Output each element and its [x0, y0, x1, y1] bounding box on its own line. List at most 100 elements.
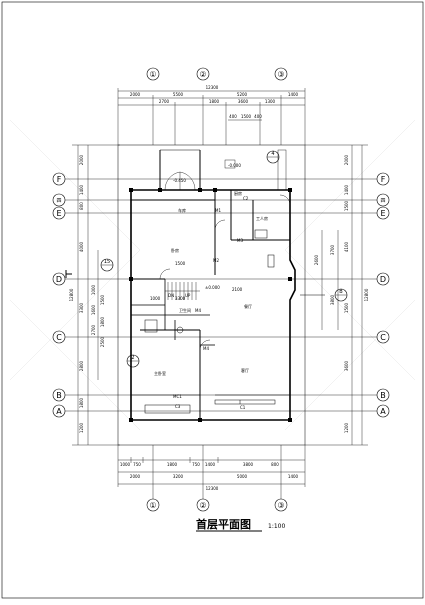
note-up: UP: [185, 293, 191, 298]
note-m2: M2: [213, 258, 219, 263]
top-dim-4: 1400: [288, 92, 299, 97]
right-dim-4: 4100: [344, 241, 349, 252]
top-dim-8: 1300: [265, 99, 276, 104]
top-axis-bubbles: ① ② ③: [146, 67, 288, 81]
top-dim-5: 2700: [159, 99, 170, 104]
top-dimension-lines: [117, 88, 306, 145]
note-level-2: -0.000: [228, 163, 241, 168]
left-dim-3: 800: [79, 202, 84, 210]
note-c2: C2: [243, 196, 249, 201]
left-dimension-lines: [72, 144, 120, 446]
left-dim-11: 2700: [91, 324, 96, 335]
note-m3: M3: [237, 238, 243, 243]
left-dim-4: 4000: [79, 241, 84, 252]
room-bath: 卫生间: [179, 307, 191, 313]
callout-B: B: [339, 289, 343, 295]
axis-right-4: 四: [380, 198, 385, 204]
left-dim-7: 1800: [79, 397, 84, 408]
right-dim-9: 2600: [314, 254, 319, 265]
room-servant: 工人房: [256, 215, 268, 221]
left-dim-8: 1200: [79, 422, 84, 433]
note-dim-1000: 1000: [150, 296, 161, 301]
room-master: 主卧室: [154, 370, 166, 376]
top-dim-9: 400: [229, 114, 237, 119]
room-garage: 车库: [178, 207, 186, 213]
bottom-dim-8: 2000: [130, 474, 141, 479]
note-m4-2: M4: [203, 346, 209, 351]
axis-left-B: B: [56, 391, 62, 400]
note-c3: C3: [175, 404, 181, 409]
door-swings: [159, 149, 291, 351]
horizontal-axis-lines: [65, 178, 377, 412]
bottom-dim-overall: 12300: [206, 486, 219, 491]
bottom-dim-11: 1400: [288, 474, 299, 479]
top-dim-11: 400: [254, 114, 262, 119]
note-level: ±0.000: [205, 285, 220, 290]
structural-columns: [129, 188, 292, 422]
left-dim-5: 3300: [79, 302, 84, 313]
left-dim-12: 1500: [100, 294, 105, 305]
top-dim-7: 3600: [238, 99, 249, 104]
callout-4: 4: [271, 151, 274, 157]
callout-2: 2: [131, 355, 134, 361]
note-m4: M4: [195, 308, 201, 313]
left-dim-overall: 12800: [69, 288, 74, 301]
callouts: 15 2 B 4: [100, 150, 348, 368]
room-dining: 餐厅: [244, 303, 252, 309]
top-dim-overall: 12300: [206, 85, 219, 90]
right-dim-overall: 12800: [364, 288, 369, 301]
drawing-scale: 1:100: [268, 523, 285, 530]
axis-left-E: E: [56, 209, 61, 218]
top-dim-2: 5500: [173, 92, 184, 97]
axis-bottom-1: ①: [149, 501, 156, 510]
note-dim-3300: 3300: [175, 296, 186, 301]
axis-top-2: ②: [199, 70, 206, 79]
watermark-lines: [9, 119, 416, 431]
left-dim-13: 1800: [100, 316, 105, 327]
right-dim-1: 2000: [344, 154, 349, 165]
bottom-dim-3: 1800: [167, 462, 178, 467]
left-dim-14: 2500: [100, 336, 105, 347]
axis-top-1: ①: [149, 70, 156, 79]
top-dim-3: 5200: [237, 92, 248, 97]
note-dn: DN: [168, 293, 174, 298]
fixtures: [144, 229, 276, 414]
bottom-dim-10: 5000: [237, 474, 248, 479]
bottom-dimension-lines: [117, 445, 306, 499]
right-dim-8: 3800: [330, 294, 335, 305]
bottom-dim-2: 750: [133, 462, 141, 467]
note-level-3: -0.450: [173, 178, 186, 183]
right-dim-2: 1400: [344, 184, 349, 195]
note-dim-2100: 2100: [232, 287, 243, 292]
axis-right-B: B: [380, 391, 386, 400]
bottom-dim-7: 800: [271, 462, 279, 467]
right-axis-bubbles: F 四 E D C B A: [376, 172, 390, 418]
axis-right-A: A: [380, 407, 386, 416]
top-dim-10: 1500: [241, 114, 252, 119]
axis-right-E: E: [380, 209, 385, 218]
axis-left-D: D: [56, 275, 62, 284]
bottom-dim-4: 750: [192, 462, 200, 467]
section-marks: [65, 270, 325, 296]
bottom-dim-1: 1000: [120, 462, 131, 467]
axis-right-F: F: [381, 175, 386, 184]
bottom-dim-6: 3800: [243, 462, 254, 467]
room-kitchen: 厨房: [234, 190, 242, 196]
top-dim-6: 1800: [209, 99, 220, 104]
left-dim-2: 1400: [79, 184, 84, 195]
note-c1: C1: [240, 405, 246, 410]
axis-bottom-2: ②: [199, 501, 206, 510]
bottom-dim-5: 1400: [205, 462, 216, 467]
room-living: 客厅: [241, 367, 249, 373]
stair-treads: [165, 282, 200, 300]
right-dim-6: 3600: [344, 360, 349, 371]
axis-right-C: C: [380, 333, 386, 342]
note-dim-1500: 1500: [175, 261, 186, 266]
building-walls: [117, 144, 306, 446]
right-dim-3: 1500: [344, 200, 349, 211]
axis-right-D: D: [380, 275, 386, 284]
axis-bottom-3: ③: [277, 501, 284, 510]
right-dimension-lines: [305, 144, 368, 446]
